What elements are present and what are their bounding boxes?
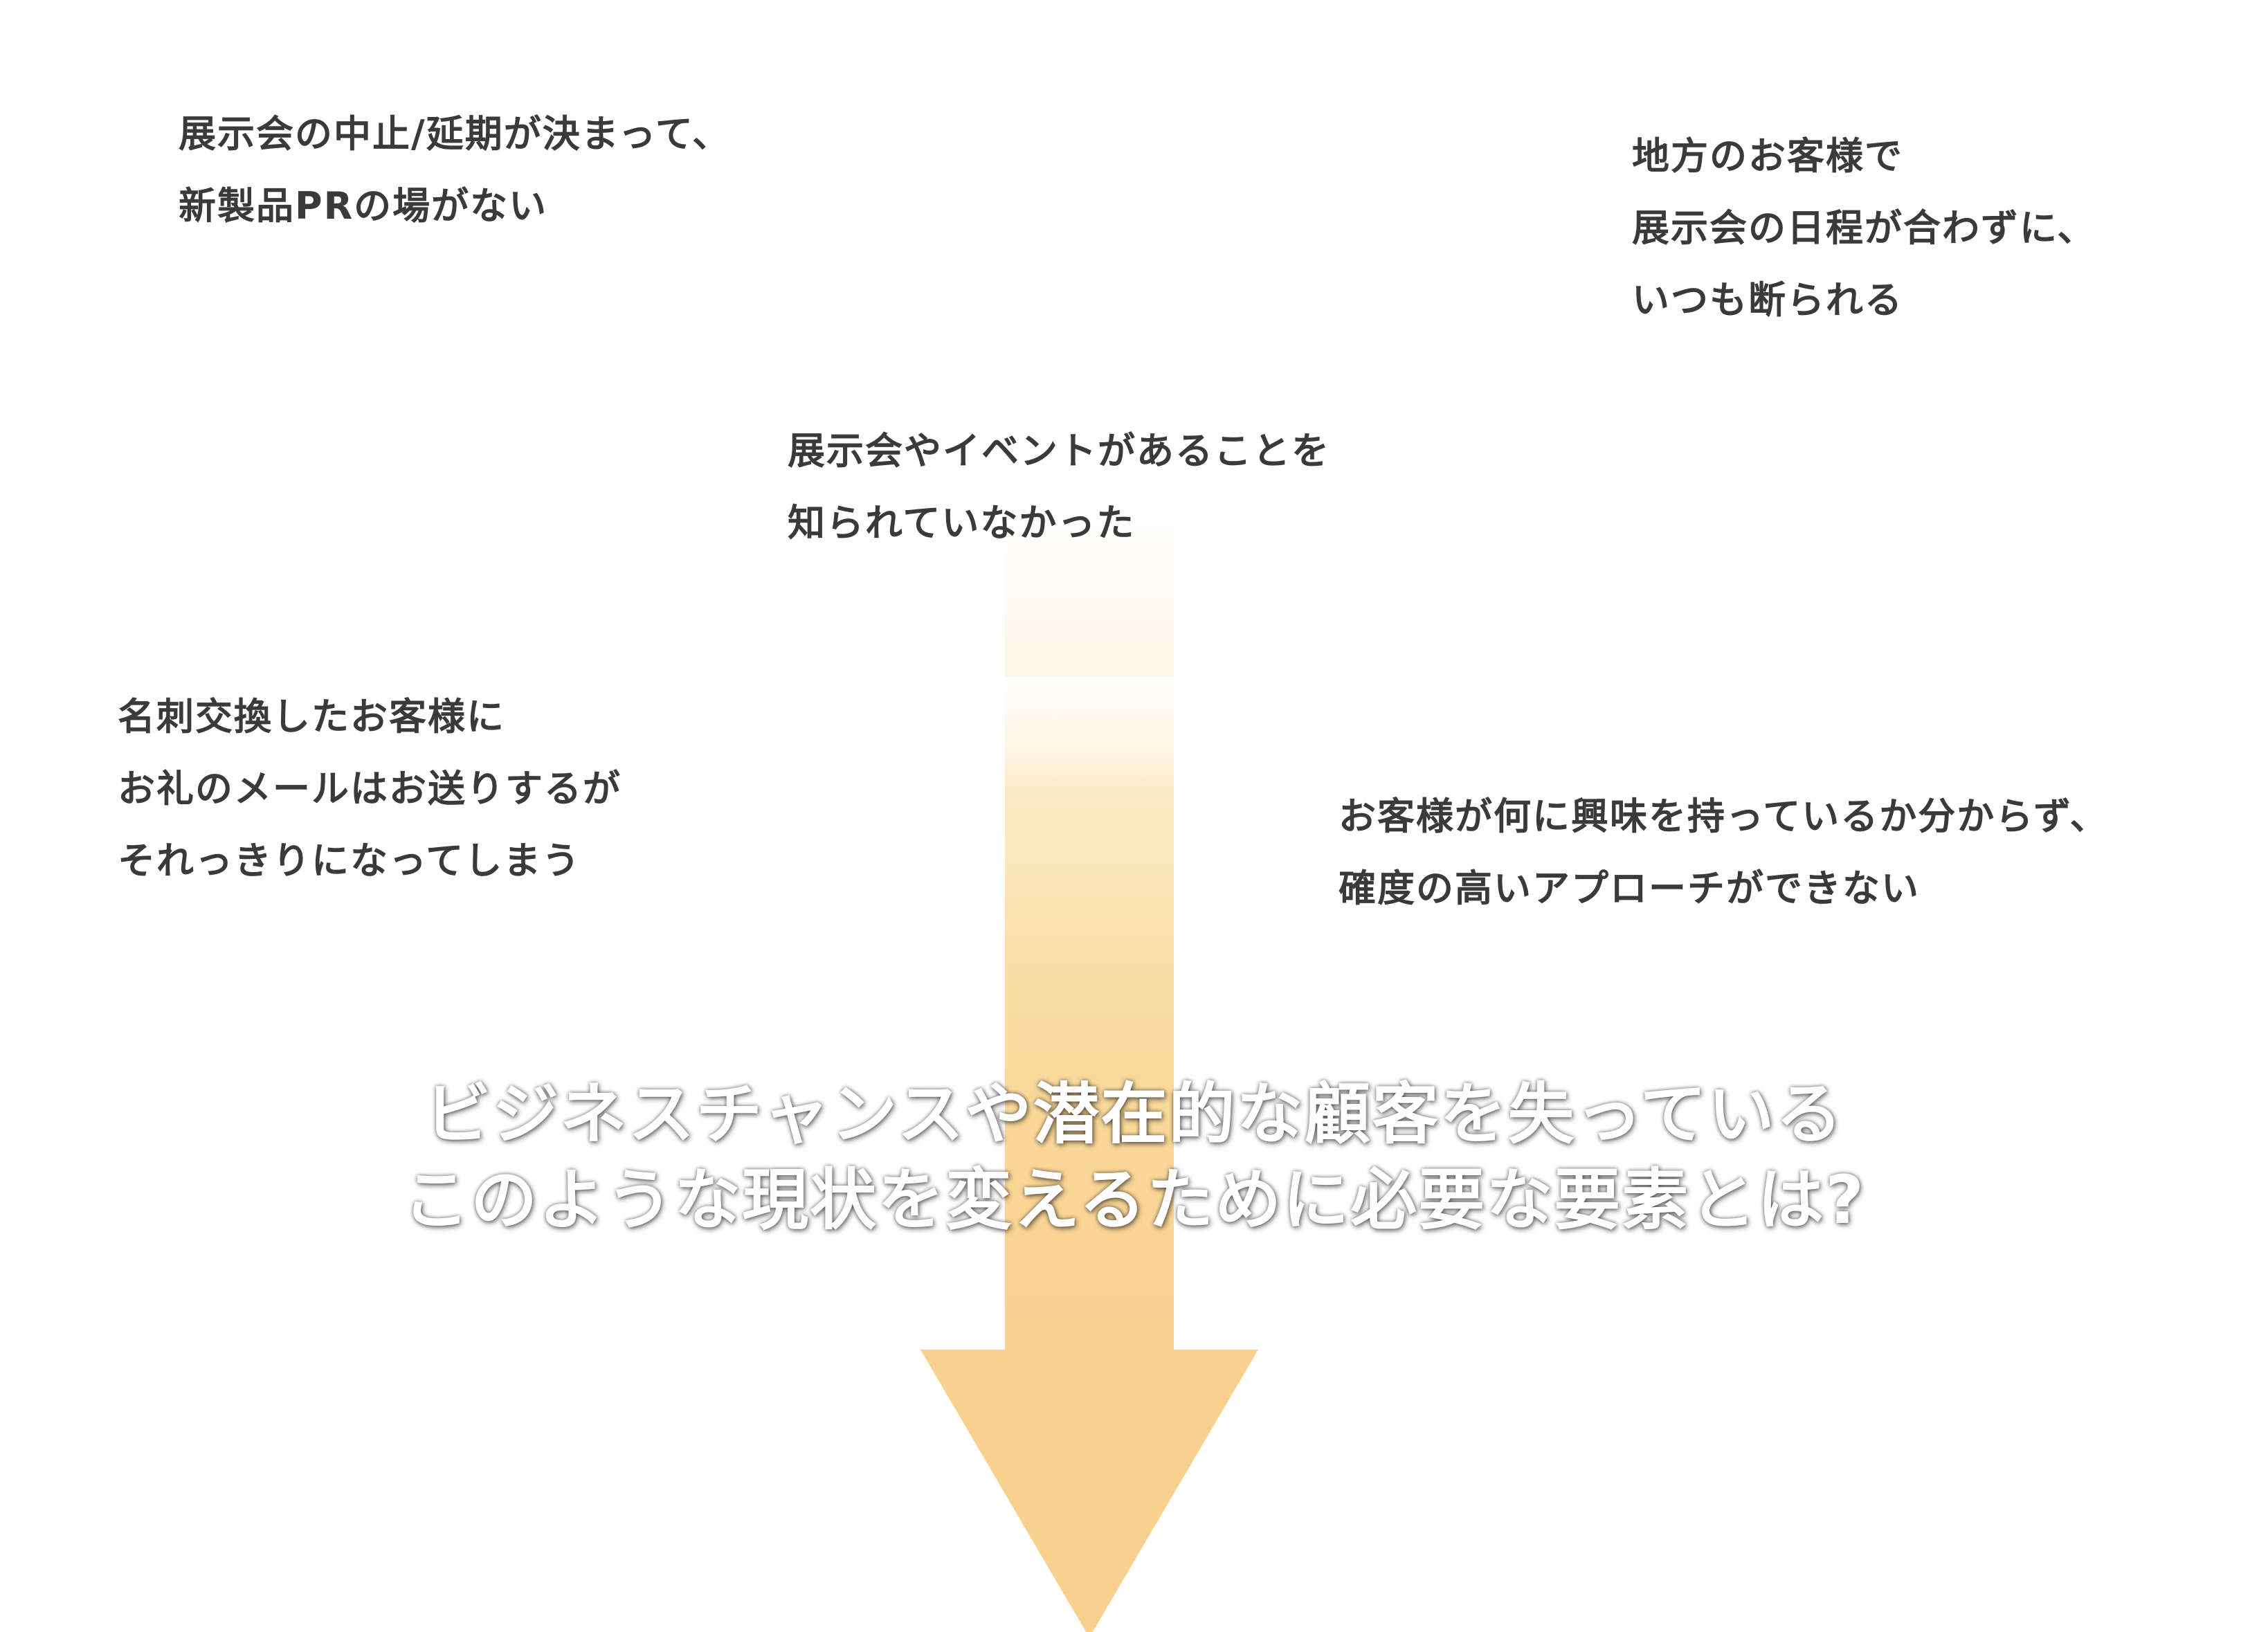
arrow-shaft-top (1005, 512, 1174, 677)
note-line: 確度の高いアプローチができない (1339, 867, 1920, 910)
headline-line: このような現状を変えるために必要な要素とは? (403, 1161, 1865, 1239)
note-exhibition-cancelled: 展示会の中止/延期が決まって、 新製品PRの場がない (179, 98, 731, 242)
note-line: 展示会の日程が合わずに、 (1632, 206, 2096, 250)
note-line: 新製品PRの場がない (179, 184, 548, 228)
note-unknown-events: 展示会やイベントがあることを 知られていなかった (788, 415, 1330, 559)
note-business-card-followup: 名刺交換したお客様に お礼のメールはお送りするが それっきりになってしまう (118, 681, 622, 897)
note-line: お客様が何に興味を持っているか分からず、 (1339, 795, 2109, 838)
note-line: 展示会の中止/延期が決まって、 (179, 112, 732, 156)
note-regional-customers: 地方のお客様で 展示会の日程が合わずに、 いつも断られる (1632, 120, 2096, 336)
headline-line: ビジネスチャンスや潜在的な顧客を失っている (424, 1076, 1844, 1153)
note-line: 知られていなかった (788, 501, 1136, 545)
note-line: それっきりになってしまう (118, 839, 581, 882)
note-line: 地方のお客様で (1632, 134, 1903, 178)
note-line: 展示会やイベントがあることを (788, 429, 1330, 473)
note-line: 名刺交換したお客様に (118, 695, 505, 738)
note-line: いつも断られる (1632, 278, 1903, 322)
note-line: お礼のメールはお送りするが (118, 767, 622, 810)
headline: ビジネスチャンスや潜在的な顧客を失っている このような現状を変えるために必要な要… (0, 1071, 2268, 1243)
note-customer-interest: お客様が何に興味を持っているか分からず、 確度の高いアプローチができない (1339, 781, 2108, 925)
arrow-shaft (1005, 677, 1174, 1355)
arrow-head (920, 1350, 1258, 1632)
